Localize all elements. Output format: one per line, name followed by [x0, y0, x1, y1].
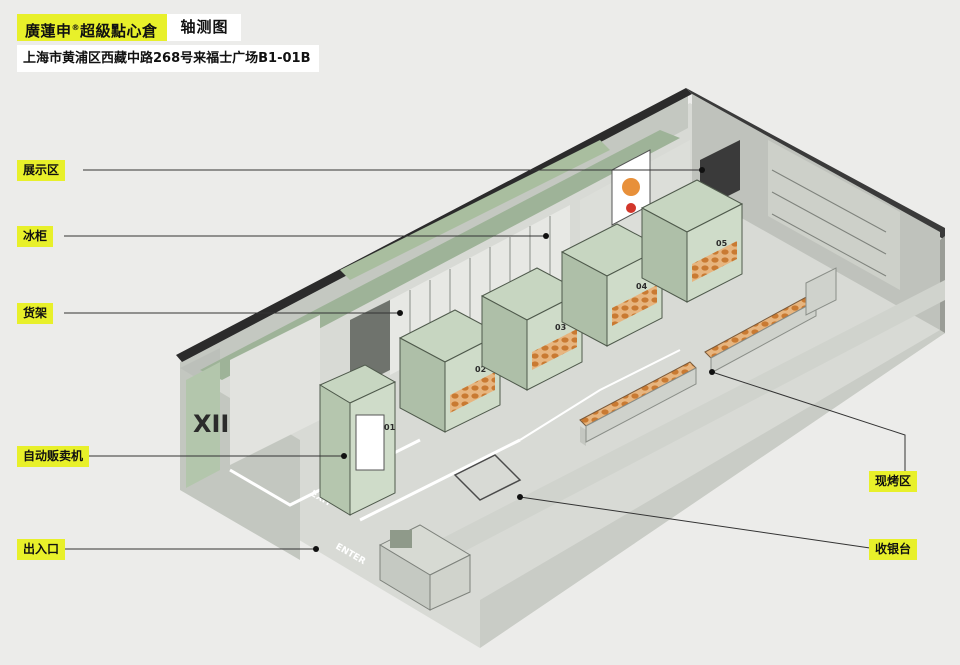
building-shell: [176, 88, 945, 648]
kiosk-number-05: 05: [716, 239, 728, 248]
label-vending: 自动贩卖机: [17, 446, 90, 467]
kiosk-05: 05: [640, 179, 744, 303]
label-entrance: 出入口: [17, 539, 66, 560]
kiosk-number-02: 02: [475, 365, 486, 374]
kiosk-04: 04: [560, 223, 664, 347]
cashier-counter: [378, 454, 522, 611]
kiosk-modules: 01 02 03 04 05: [318, 179, 744, 516]
store-name: 廣蓮申®超級點心倉: [17, 14, 167, 41]
kiosk-number-04: 04: [636, 282, 648, 291]
leader-lines: [64, 167, 906, 552]
kiosk-number-01: 01: [384, 423, 396, 432]
svg-text:XII: XII: [193, 410, 229, 438]
label-display-zone: 展示区: [17, 160, 66, 181]
kiosk-number-03: 03: [555, 323, 566, 332]
label-freezer: 冰柜: [17, 226, 54, 247]
kiosk-01: 01: [318, 364, 397, 516]
label-shelf: 货架: [17, 303, 54, 324]
baking-counters: [579, 267, 837, 446]
view-label: 轴测图: [166, 14, 241, 41]
label-cashier: 收银台: [869, 539, 918, 560]
title-block: 廣蓮申®超級點心倉 轴测图: [17, 14, 241, 41]
label-baking: 现烤区: [869, 471, 918, 492]
store-address: 上海市黄浦区西藏中路268号来福士广场B1-01B: [17, 45, 319, 72]
